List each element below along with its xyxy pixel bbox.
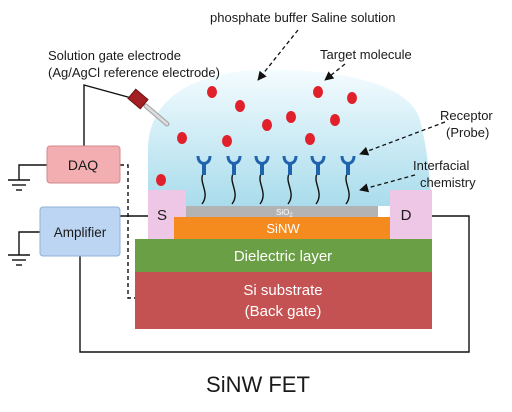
sio2-label: SiO2 xyxy=(276,208,293,219)
substrate-label-line2: (Back gate) xyxy=(245,303,322,320)
target-molecule-icon xyxy=(330,114,340,126)
receptor-icon xyxy=(196,155,212,205)
interfacial-arrow xyxy=(359,174,416,193)
sinw-label: SiNW xyxy=(266,221,300,236)
gate-wire xyxy=(83,84,136,146)
target-arrow xyxy=(324,63,346,81)
drain-backgate-loop xyxy=(79,215,470,353)
target-molecule-icon xyxy=(305,133,315,145)
daq-ground-wire xyxy=(18,164,47,180)
target-molecule-icon xyxy=(235,100,245,112)
substrate-label-line1: Si substrate xyxy=(243,282,322,299)
amplifier-label: Amplifier xyxy=(54,225,107,240)
target-molecule-icon xyxy=(207,86,217,98)
receptor-icon xyxy=(282,155,298,205)
receptor-icon xyxy=(226,155,242,205)
drain-contact xyxy=(390,190,432,239)
receptor-label-line2: (Probe) xyxy=(446,125,489,140)
ground-icon xyxy=(8,254,30,266)
gate-electrode-icon xyxy=(127,88,170,127)
pbs-arrow xyxy=(257,29,299,81)
interfacial-label-line1: Interfacial xyxy=(413,158,469,173)
gate-label-line1: Solution gate electrode xyxy=(48,48,181,63)
daq-box: DAQ xyxy=(46,145,121,184)
amplifier-box: Amplifier xyxy=(39,206,121,257)
dielectric-label: Dielectric layer xyxy=(234,248,332,265)
target-molecule-icon xyxy=(262,119,272,131)
dielectric-layer xyxy=(135,239,432,272)
target-molecules xyxy=(156,86,357,186)
si-substrate xyxy=(135,272,432,329)
receptor-icon xyxy=(310,155,326,205)
target-molecule-icon xyxy=(177,132,187,144)
drain-label: D xyxy=(401,207,412,224)
receptor-array xyxy=(196,155,356,205)
receptor-arrow xyxy=(359,121,446,156)
sio2-layer xyxy=(186,206,378,217)
interfacial-label-line2: chemistry xyxy=(420,175,476,190)
target-label: Target molecule xyxy=(320,47,412,62)
circuit-wiring xyxy=(18,84,470,353)
buffer-solution-droplet xyxy=(148,69,432,206)
sinw-channel xyxy=(174,217,390,239)
daq-backgate-dashed-wire xyxy=(120,164,135,299)
daq-label: DAQ xyxy=(68,157,98,173)
gate-label-line2: (Ag/AgCl reference electrode) xyxy=(48,65,220,80)
pbs-label: phosphate buffer Saline solution xyxy=(210,10,396,25)
target-molecule-icon xyxy=(286,111,296,123)
target-molecule-icon xyxy=(313,86,323,98)
annotation-arrows xyxy=(257,29,446,193)
target-molecule-icon xyxy=(222,135,232,147)
amp-ground-wire xyxy=(18,231,40,255)
receptor-label-line1: Receptor xyxy=(440,108,493,123)
footer-title: SiNW FET xyxy=(206,372,310,397)
target-molecule-icon xyxy=(347,92,357,104)
receptor-icon xyxy=(340,155,356,205)
ground-icon xyxy=(8,179,30,191)
target-molecule-icon xyxy=(156,174,166,186)
receptor-icon xyxy=(254,155,270,205)
source-label: S xyxy=(157,207,167,224)
